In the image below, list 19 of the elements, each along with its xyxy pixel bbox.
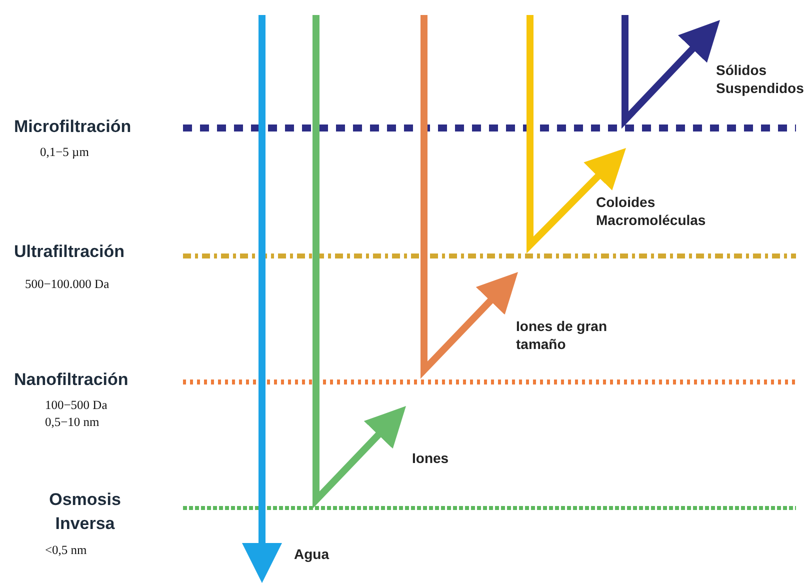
size-range: 0,1−5 µm [40, 145, 89, 160]
membrane-name: Osmosis Inversa [48, 489, 122, 535]
product-label: Agua [294, 545, 329, 563]
product-label: Sólidos Suspendidos [716, 61, 805, 97]
arrow [622, 15, 720, 129]
arrow [242, 15, 282, 583]
arrow [312, 15, 406, 509]
product-label: Coloides Macromoléculas [596, 193, 707, 229]
product-label: Iones de gran tamaño [516, 317, 608, 353]
arrow [526, 15, 626, 254]
product-label: Iones [412, 449, 449, 467]
size-range: 100−500 Da [45, 398, 108, 413]
membrane-name: Microfiltración [14, 117, 132, 137]
size-range: 500−100.000 Da [25, 277, 110, 292]
arrow [420, 15, 518, 379]
membrane-name: Nanofiltración [14, 370, 128, 390]
membrane-name: Ultrafiltración [14, 242, 125, 262]
size-range: 0,5−10 nm [45, 415, 100, 430]
size-range: <0,5 nm [45, 543, 87, 558]
